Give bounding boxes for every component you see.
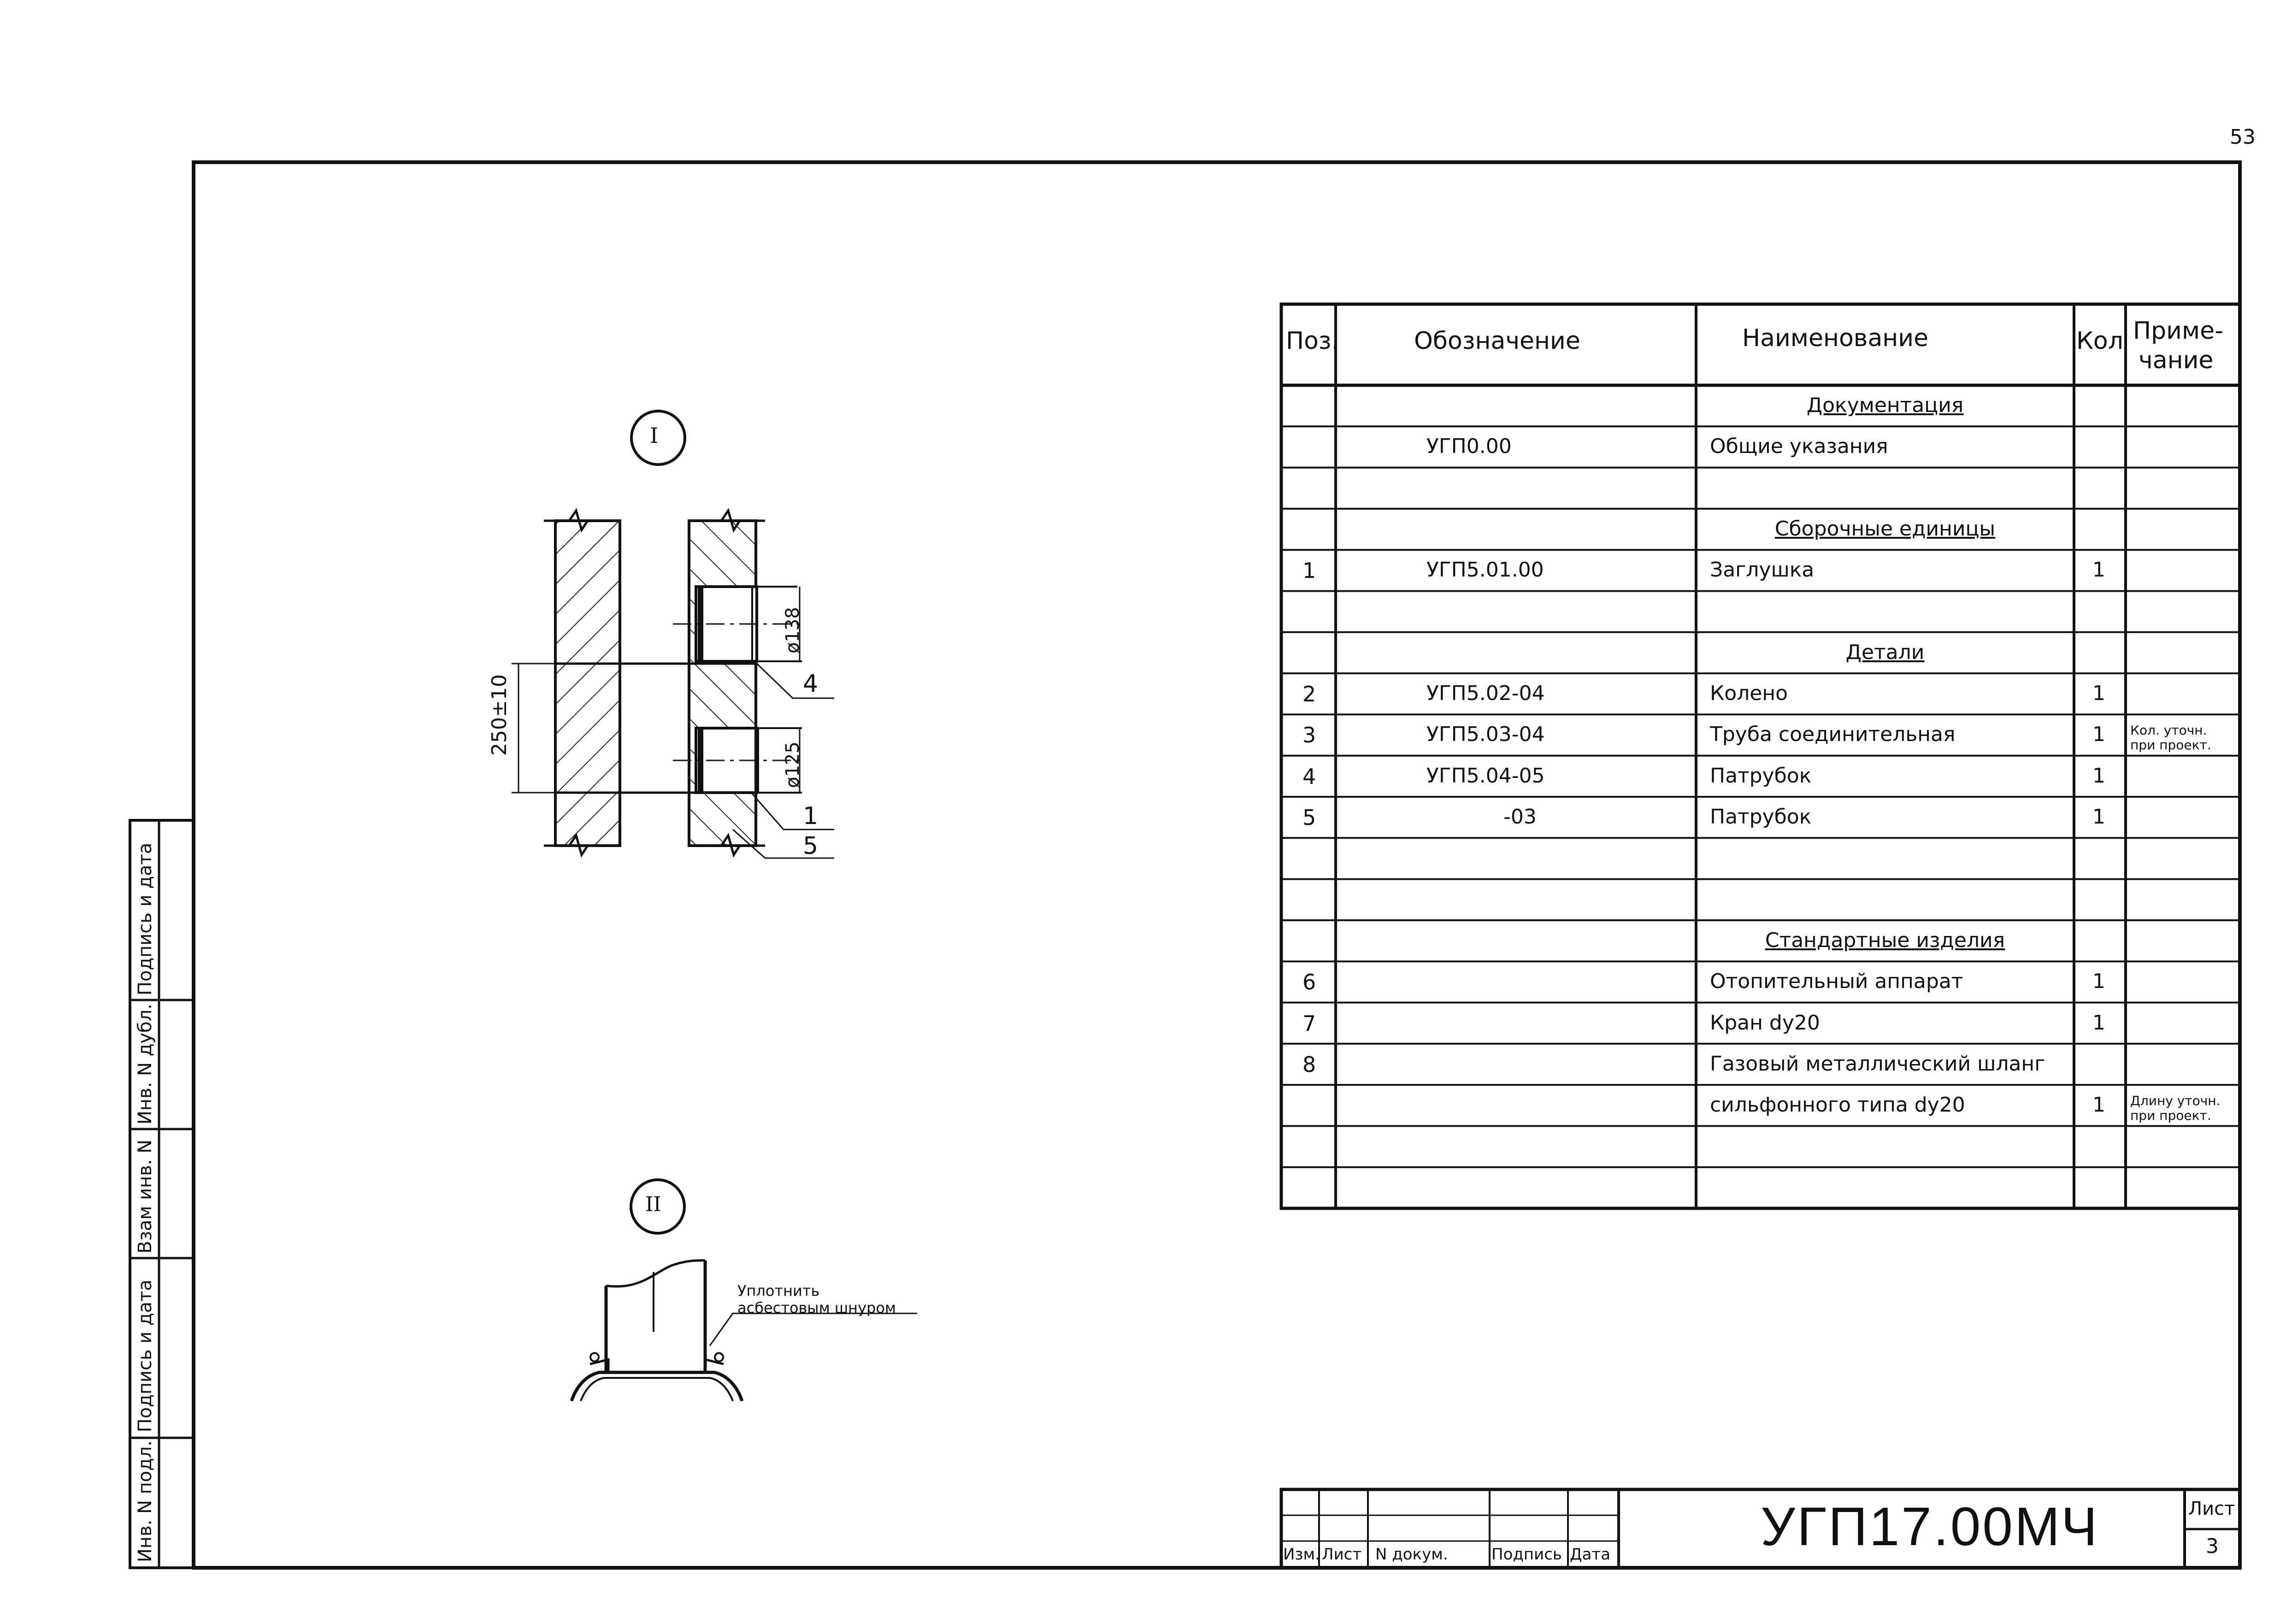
side-stamp-vzam-inv: Взам инв. N — [135, 1139, 156, 1253]
detail-1-drawing — [512, 410, 834, 859]
header-name: Наименование — [1742, 324, 1929, 352]
header-note-line2: чание — [2139, 347, 2214, 374]
row-designation: УГП5.03-04 — [1426, 723, 1545, 747]
detail-1-marker: I — [650, 423, 659, 448]
row-note: при проект. — [2130, 1108, 2211, 1124]
leader-label-1: 1 — [803, 802, 819, 830]
doc-code: УГП17.00МЧ — [1761, 1496, 2099, 1557]
dim-dia-125: ø125 — [782, 741, 803, 788]
side-stamp-inv-dubl: Инв. N дубл. — [135, 1004, 156, 1124]
row-name: Колено — [1710, 682, 1788, 706]
row-qty: 1 — [2092, 970, 2105, 994]
row-designation: УГП5.02-04 — [1426, 682, 1545, 706]
side-stamp-inv-podl: Инв. N подл. — [135, 1440, 156, 1562]
row-designation: УГП5.04-05 — [1426, 764, 1545, 788]
row-qty: 1 — [2092, 1093, 2105, 1117]
row-pos: 8 — [1302, 1052, 1316, 1077]
tb-col-list: Лист — [1322, 1545, 1362, 1564]
section-heading: Стандартные изделия — [1765, 928, 2005, 952]
row-qty: 1 — [2092, 558, 2105, 582]
row-pos: 6 — [1302, 970, 1316, 995]
tb-col-data: Дата — [1570, 1545, 1611, 1564]
section-heading: Документация — [1806, 394, 1964, 417]
row-name: Общие указания — [1710, 435, 1888, 459]
row-designation: -03 — [1503, 805, 1537, 829]
row-name: Заглушка — [1710, 558, 1815, 582]
header-qty: Кол — [2076, 327, 2123, 355]
row-qty: 1 — [2092, 723, 2105, 747]
row-name: Труба соединительная — [1710, 723, 1956, 747]
row-pos: 7 — [1302, 1011, 1316, 1036]
dim-250: 250±10 — [488, 674, 511, 756]
tb-col-izm: Изм. — [1283, 1545, 1320, 1564]
header-designation: Обозначение — [1414, 327, 1580, 355]
row-pos: 2 — [1302, 682, 1316, 707]
tb-sheet-label: Лист — [2188, 1498, 2235, 1519]
spec-table-grid — [1279, 302, 2242, 1210]
side-stamp-signature-date-2: Подпись и дата — [135, 1279, 156, 1432]
row-pos: 4 — [1302, 764, 1316, 789]
row-pos: 1 — [1302, 558, 1316, 583]
section-heading: Сборочные единицы — [1774, 517, 1996, 541]
row-name: Патрубок — [1710, 805, 1812, 829]
row-note: Длину уточн. — [2130, 1093, 2221, 1109]
row-name: Газовый металлический шланг — [1710, 1052, 2045, 1076]
row-name: сильфонного типа dy20 — [1710, 1093, 1965, 1117]
header-note-line1: Приме- — [2133, 317, 2223, 345]
side-stamp-signature-date-1: Подпись и дата — [135, 842, 156, 995]
section-heading: Детали — [1845, 640, 1925, 664]
detail-2-marker: II — [645, 1193, 661, 1216]
row-designation: УГП0.00 — [1426, 435, 1512, 459]
row-name: Патрубок — [1710, 764, 1812, 788]
row-designation: УГП5.01.00 — [1426, 558, 1544, 582]
row-note: при проект. — [2130, 737, 2211, 753]
row-note: Кол. уточн. — [2130, 723, 2207, 738]
detail-2-note-line1: Уплотнить — [737, 1282, 820, 1300]
frame — [129, 160, 2242, 1570]
row-qty: 1 — [2092, 805, 2105, 829]
row-pos: 3 — [1302, 723, 1316, 748]
detail-2-drawing — [570, 1178, 917, 1402]
row-qty: 1 — [2092, 682, 2105, 706]
tb-col-podpis: Подпись — [1491, 1545, 1562, 1564]
leader-label-5: 5 — [803, 832, 819, 860]
row-qty: 1 — [2092, 1011, 2105, 1035]
dim-dia-138: ø138 — [782, 607, 803, 653]
tb-col-ndoc: N докум. — [1375, 1545, 1448, 1564]
header-pos: Поз. — [1286, 327, 1339, 355]
page-number: 53 — [2230, 125, 2256, 149]
row-pos: 5 — [1302, 805, 1316, 830]
detail-2-note-line2: асбестовым шнуром — [737, 1299, 896, 1317]
row-name: Кран dy20 — [1710, 1011, 1820, 1035]
row-name: Отопительный аппарат — [1710, 970, 1963, 994]
leader-label-4: 4 — [803, 670, 819, 698]
row-qty: 1 — [2092, 764, 2105, 788]
tb-sheet-number: 3 — [2206, 1535, 2219, 1558]
title-block-grid — [1279, 1488, 2242, 1570]
